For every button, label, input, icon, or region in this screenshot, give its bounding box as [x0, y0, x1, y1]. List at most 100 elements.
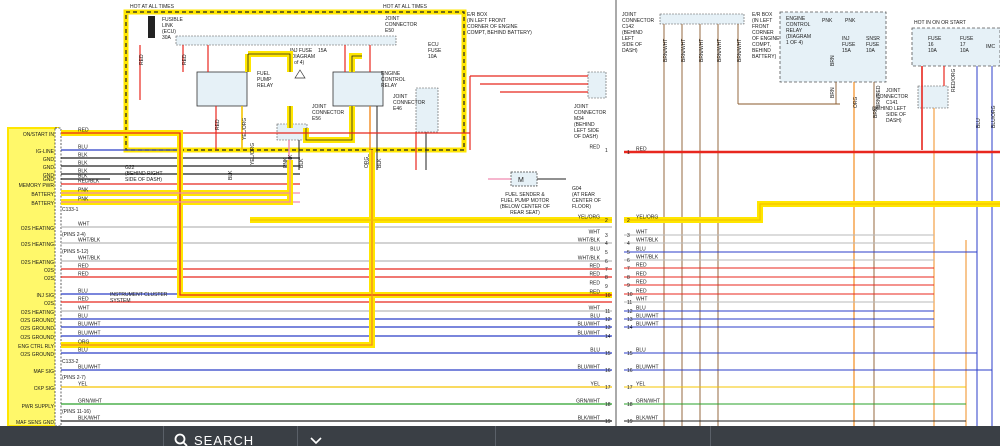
far-wire-color-label: BLU [590, 348, 600, 354]
wiring-diagram: HOT AT ALL TIMES HOT AT ALL TIMES E/R BO… [7, 0, 1000, 426]
wire-number: 19 [627, 419, 633, 425]
wire-color-label: WHT [636, 230, 647, 236]
svg-text:PUMP: PUMP [257, 77, 272, 83]
svg-text:CONNECTOR: CONNECTOR [312, 110, 345, 116]
wire-number: 18 [627, 402, 633, 408]
joint-connector-e46 [415, 87, 439, 133]
svg-text:O2S GROUND: O2S GROUND [20, 335, 54, 341]
wire-number: 12 [605, 317, 611, 323]
svg-text:CKP SIG: CKP SIG [34, 386, 54, 392]
wire-number: 8 [605, 275, 608, 281]
svg-text:30A: 30A [162, 35, 172, 41]
svg-text:JOINT: JOINT [393, 94, 407, 100]
svg-text:G04: G04 [572, 186, 582, 192]
svg-text:1 OF 4): 1 OF 4) [786, 40, 803, 46]
far-wire-color-label: BLU/WHT [578, 331, 601, 337]
svg-text:BATTERY): BATTERY) [752, 54, 777, 60]
hot-at-all-times-right: HOT AT ALL TIMES [383, 4, 428, 10]
svg-text:BATTERY: BATTERY [31, 201, 54, 207]
wire-color-label: BLU [78, 314, 88, 320]
svg-text:JOINT: JOINT [574, 104, 588, 110]
svg-text:MAF SENS GND: MAF SENS GND [16, 420, 54, 426]
svg-text:PNK: PNK [288, 154, 294, 165]
far-wire-color-label: GRN/WHT [576, 399, 600, 405]
wire-color-label: GRN/WHT [636, 399, 660, 405]
hot-at-all-times-left: HOT AT ALL TIMES [130, 4, 175, 10]
svg-text:RELAY: RELAY [786, 28, 803, 34]
wire-color-label: RED [78, 128, 89, 134]
svg-text:MEMORY PWR: MEMORY PWR [19, 183, 55, 189]
svg-text:FUSE: FUSE [960, 36, 974, 42]
svg-text:BLU/ORG: BLU/ORG [991, 105, 997, 128]
wire-color-label: PNK [78, 197, 89, 203]
right-fuse-box [911, 27, 1000, 67]
highlighted-circuit [624, 201, 1000, 223]
wire-color-label: RED [636, 263, 647, 269]
right-snsr-fuse-label: SNSR FUSE 10A [866, 36, 880, 54]
svg-text:(DIAGRAM: (DIAGRAM [786, 34, 811, 40]
joint-connector-c142 [659, 13, 745, 25]
wire-number: 4 [627, 241, 630, 247]
svg-text:BRN/WHT: BRN/WHT [681, 39, 687, 62]
svg-text:JOINT: JOINT [622, 12, 636, 18]
right-vertical-labels: BRN/WHT BRN/WHT BRN/WHT BRN/WHT BRN/WHT … [663, 39, 997, 128]
wire-number: 9 [605, 284, 608, 290]
instrument-cluster-label: INSTRUMENT CLUSTER SYSTEM [110, 292, 168, 304]
far-wire-color-label: RED [589, 272, 600, 278]
right-er-box [779, 11, 887, 83]
wire-color-label: BLU [636, 306, 646, 312]
far-wire-color-label: WHT [589, 306, 600, 312]
er-box-label: E/R BOX (IN LEFT FRONT CORNER OF ENGINE … [467, 12, 532, 36]
wire-color-label: RED [636, 280, 647, 286]
search-button[interactable]: SEARCH [164, 426, 298, 448]
wire-color-label: YEL [636, 382, 646, 388]
svg-text:INJ SIG: INJ SIG [36, 293, 54, 299]
svg-text:15A: 15A [318, 48, 328, 54]
joint-connector-m34-label: JOINT CONNECTOR M34 (BEHIND LEFT SIDE OF… [574, 104, 607, 140]
wire-color-label: RED [78, 264, 89, 270]
svg-text:(PINS 5-12): (PINS 5-12) [62, 249, 89, 255]
toolbar-dropdown[interactable] [298, 426, 496, 446]
joint-connector-e50-label: JOINT CONNECTOR E50 [385, 16, 418, 34]
svg-text:FUEL PUMP MOTOR: FUEL PUMP MOTOR [501, 198, 550, 204]
g22-note: G22 (BEHIND RIGHT SIDE OF DASH) [125, 165, 163, 183]
svg-text:CONTROL: CONTROL [786, 22, 811, 28]
wire-number: 18 [605, 402, 611, 408]
joint-connector-e50 [175, 35, 397, 46]
wire-number: 4 [605, 241, 608, 247]
bottom-toolbar: SEARCH [0, 426, 1000, 448]
svg-text:DASH): DASH) [886, 118, 902, 124]
g04-note: G04 (AT REAR CENTER OF FLOOR) [572, 186, 601, 210]
wire-number: 14 [627, 325, 633, 331]
svg-text:10A: 10A [928, 48, 938, 54]
svg-text:(BEHIND: (BEHIND [622, 30, 643, 36]
ecm-pin-labels: ON/START IN IG-LINE GND GND GND GND MEMO… [16, 132, 55, 426]
wire-number: 5 [605, 250, 608, 256]
far-wire-color-label: YEL [591, 382, 601, 388]
right-pnk-label-1: PNK [822, 18, 833, 24]
svg-text:INSTRUMENT CLUSTER: INSTRUMENT CLUSTER [110, 292, 168, 298]
svg-text:IG-LINE: IG-LINE [36, 149, 55, 155]
svg-text:(PINS 2-7): (PINS 2-7) [62, 375, 86, 381]
far-wire-color-label: BLU/WHT [578, 365, 601, 371]
svg-text:C141: C141 [886, 100, 898, 106]
wire-number: 3 [627, 233, 630, 239]
svg-text:LEFT SIDE: LEFT SIDE [574, 128, 600, 134]
svg-text:BRN/RED: BRN/RED [876, 85, 882, 108]
fuse-17-label: FUSE 17 10A [960, 36, 974, 54]
svg-text:FUSE: FUSE [866, 42, 880, 48]
wire-number: 5 [627, 250, 630, 256]
svg-text:(AT REAR: (AT REAR [572, 192, 595, 198]
wire-color-label: RED [636, 289, 647, 295]
ecu-fuse-label: ECU FUSE 10A [428, 42, 442, 60]
svg-text:(IN LEFT: (IN LEFT [752, 18, 772, 24]
circuit-wire [61, 160, 291, 203]
svg-text:RED: RED [182, 54, 188, 65]
wire-number: 14 [605, 334, 611, 340]
wire-number: 9 [627, 283, 630, 289]
svg-text:RELAY: RELAY [257, 83, 274, 89]
svg-text:(BEHIND RIGHT: (BEHIND RIGHT [125, 171, 163, 177]
far-wire-color-label: BLU [590, 247, 600, 253]
svg-text:FRONT: FRONT [752, 24, 769, 30]
right-vertical-wires [663, 24, 993, 426]
